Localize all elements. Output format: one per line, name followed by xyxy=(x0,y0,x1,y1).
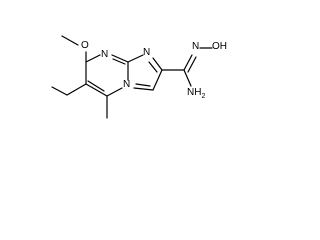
atom-nh2: NH2 xyxy=(187,88,205,102)
atom-nh2-subscript: 2 xyxy=(201,93,206,100)
atom-o-methoxy: O xyxy=(81,40,89,51)
bond-n8-c8a-double xyxy=(112,58,126,65)
bond-c6-ethyl1 xyxy=(66,83,87,96)
bond-n8-c8a xyxy=(111,54,129,63)
bond-c7-n8 xyxy=(85,54,101,63)
bond-n4-c5 xyxy=(106,87,123,97)
bond-methyl-o xyxy=(61,35,79,46)
bond-ethyl1-ethyl2 xyxy=(51,86,68,96)
atom-n-imidazole: N xyxy=(143,47,151,58)
atom-oh: OH xyxy=(212,41,227,52)
bond-c2-c3 xyxy=(152,69,163,91)
molecule-diagram: O N N N N OH NH2 xyxy=(0,0,252,137)
bond-c5-c6 xyxy=(85,83,108,97)
bond-layer xyxy=(51,35,213,119)
bond-c5-c6-double xyxy=(87,80,105,92)
atom-n-bridgehead: N xyxy=(123,79,131,90)
bond-amidine-n-double-b xyxy=(187,56,197,73)
bond-c3-n4 xyxy=(133,87,154,91)
atom-n-pyrimidine: N xyxy=(101,49,109,60)
bond-n1-c2 xyxy=(152,57,163,71)
bond-amidine-nh2 xyxy=(183,69,192,87)
bond-c3-n4-double xyxy=(135,83,151,87)
bond-c8a-n1 xyxy=(127,54,144,63)
bond-amidine-n-double-a xyxy=(183,54,193,71)
atom-n-oxime: N xyxy=(192,41,200,52)
bond-n1-c2-double xyxy=(148,61,158,73)
atom-nh2-main: NH xyxy=(187,87,202,98)
